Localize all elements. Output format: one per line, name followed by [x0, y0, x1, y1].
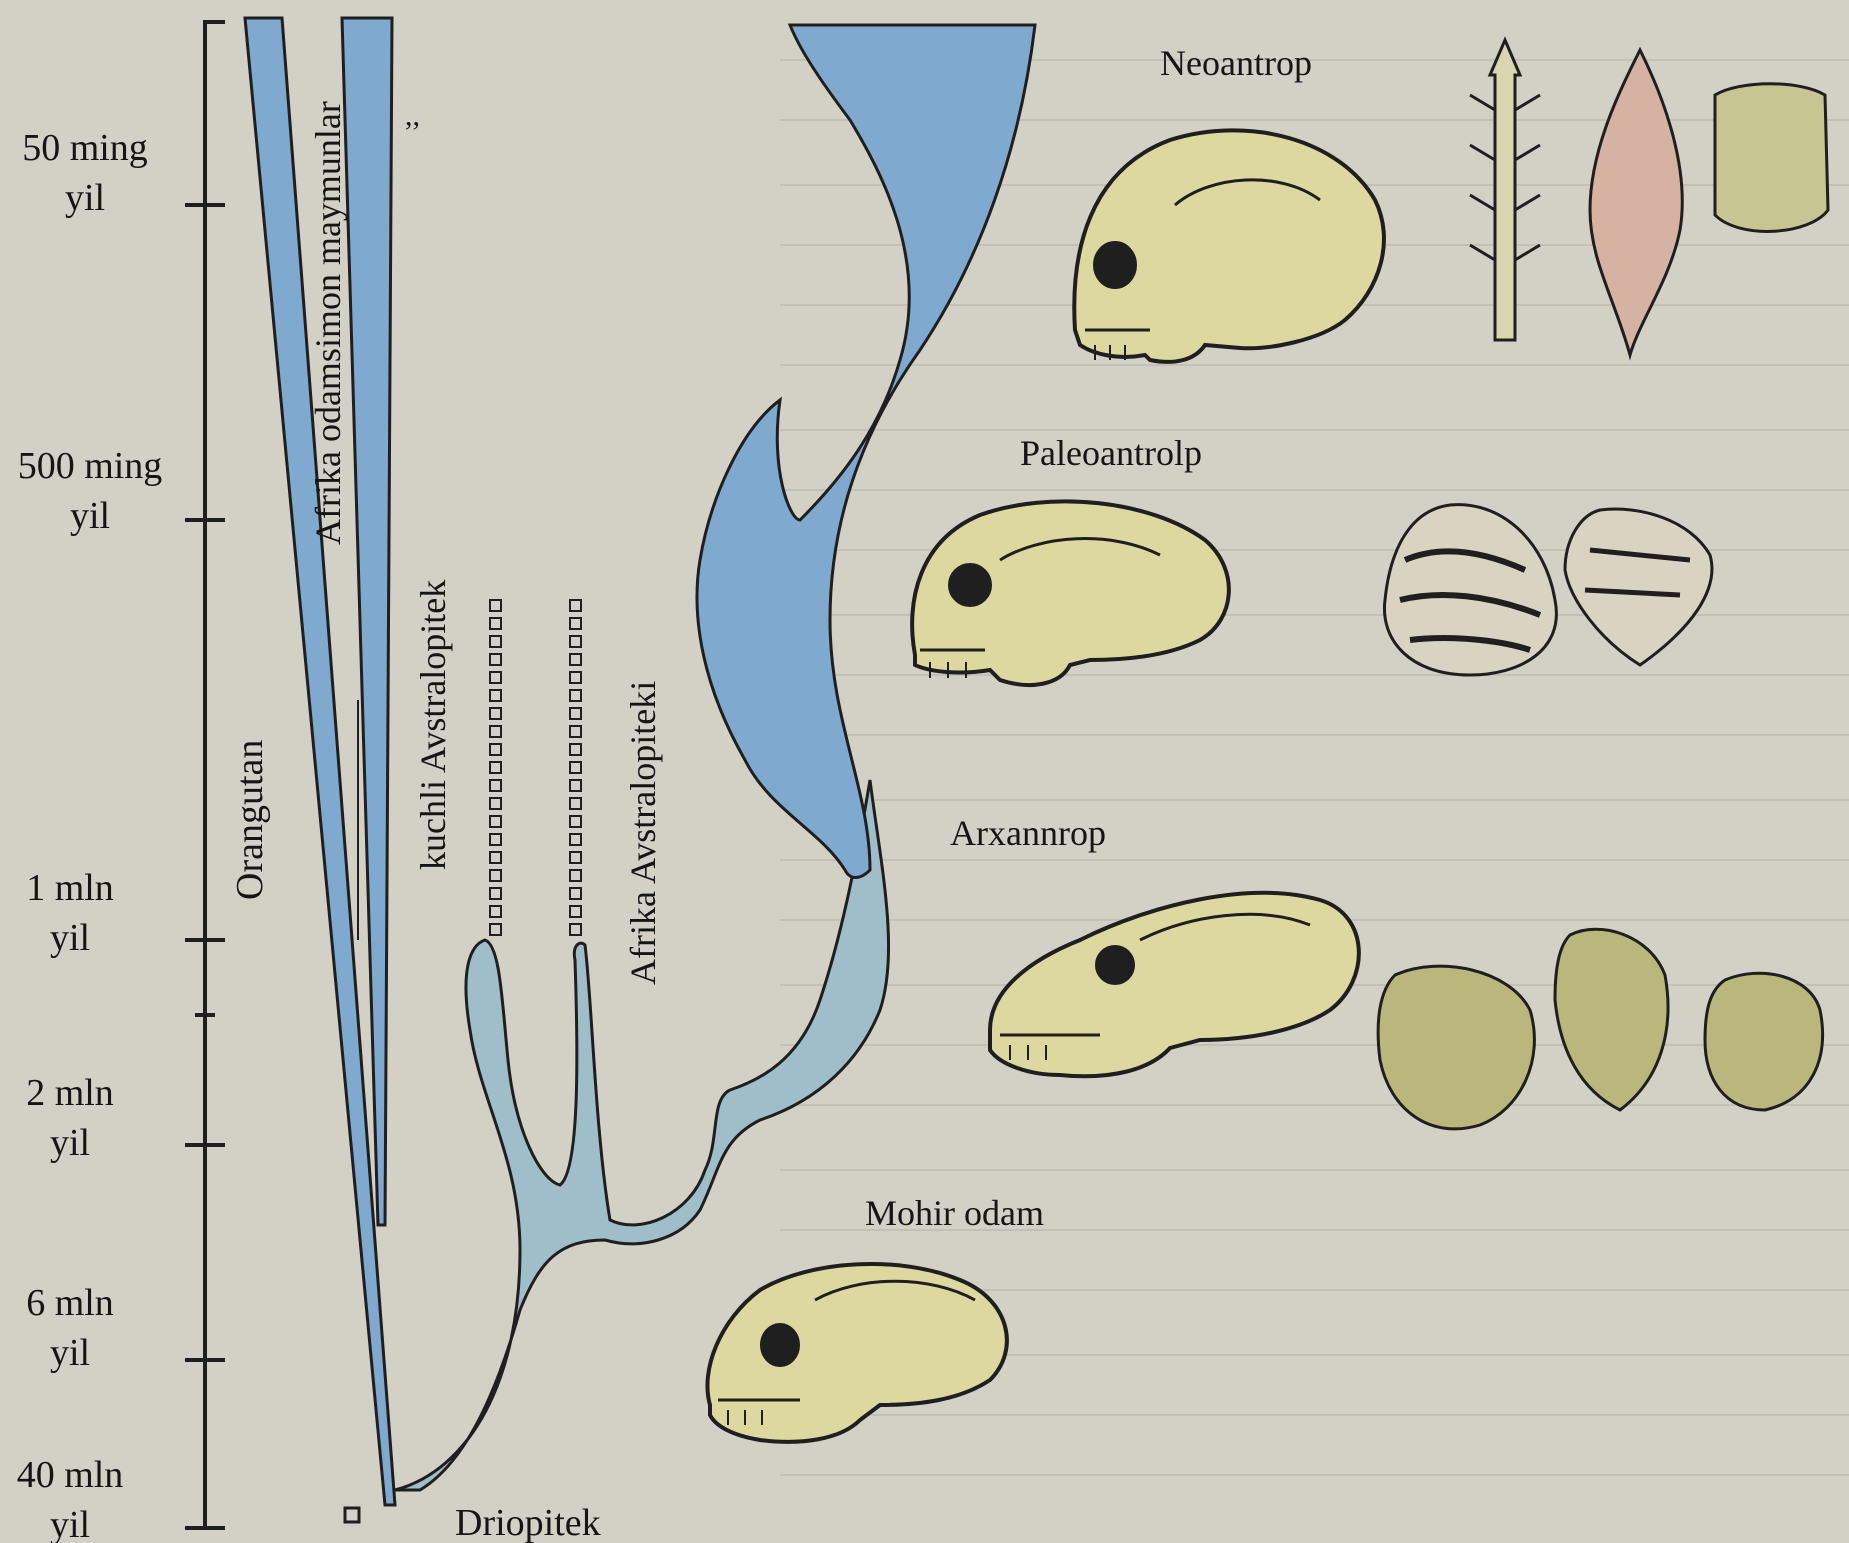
time-label-50k-unit: yil — [65, 177, 105, 219]
neoanthrop-label: Neoantrop — [1160, 43, 1312, 83]
paleoanthrop-flake-tool-2 — [1565, 509, 1712, 665]
neoanthrop-scraper-tool — [1715, 84, 1828, 232]
paleoanthrop-label: Paleoantrolp — [1020, 433, 1202, 473]
time-label-50k: 50 ming — [22, 127, 148, 169]
orangutan-label: Orangutan — [229, 740, 271, 900]
paleoanthrop-skull — [912, 501, 1229, 685]
archanthrop-label: Arxannrop — [950, 813, 1106, 853]
african-australopithecus-dots — [570, 600, 581, 935]
time-label-1m-unit: yil — [50, 917, 90, 959]
time-axis — [185, 20, 225, 1530]
decorative-mark: ,, — [405, 99, 420, 132]
time-label-6m-unit: yil — [50, 1332, 90, 1374]
time-label-1m: 1 mln — [26, 867, 114, 909]
neoanthrop-skull — [1074, 130, 1384, 361]
time-label-40m-unit: yil — [50, 1504, 90, 1543]
archanthrop-chopper-2 — [1555, 929, 1668, 1110]
homo-habilis-label: Mohir odam — [865, 1193, 1044, 1233]
archanthrop-chopper-1 — [1378, 966, 1534, 1129]
time-label-500k: 500 ming — [18, 445, 163, 487]
archanthrop-chopper-3 — [1705, 973, 1823, 1110]
homo-main-branch — [697, 25, 1035, 878]
neoanthrop-point-tool — [1590, 50, 1682, 355]
paleoanthrop-flake-tool-1 — [1384, 505, 1556, 675]
african-australopithecus-label: Afrika Avstralopiteki — [623, 681, 663, 985]
dryopithecus-root-mark — [345, 1508, 359, 1522]
robust-australopithecus-label: kuchli Avstralopitek — [413, 580, 453, 870]
robust-australopithecus-dots — [490, 600, 501, 935]
time-label-500k-unit: yil — [70, 495, 110, 537]
time-labels: 50 ming yil 500 ming yil 1 mln yil 2 mln… — [17, 127, 163, 1543]
neoanthrop-harpoon — [1470, 40, 1540, 340]
african-apes-label: Afrika odamsimon maymunlar — [308, 101, 348, 545]
time-label-40m: 40 mln — [17, 1454, 124, 1496]
time-label-6m: 6 mln — [26, 1282, 114, 1324]
time-label-2m: 2 mln — [26, 1072, 114, 1114]
dryopithecus-label: Driopitek — [455, 1502, 601, 1543]
time-label-2m-unit: yil — [50, 1122, 90, 1164]
